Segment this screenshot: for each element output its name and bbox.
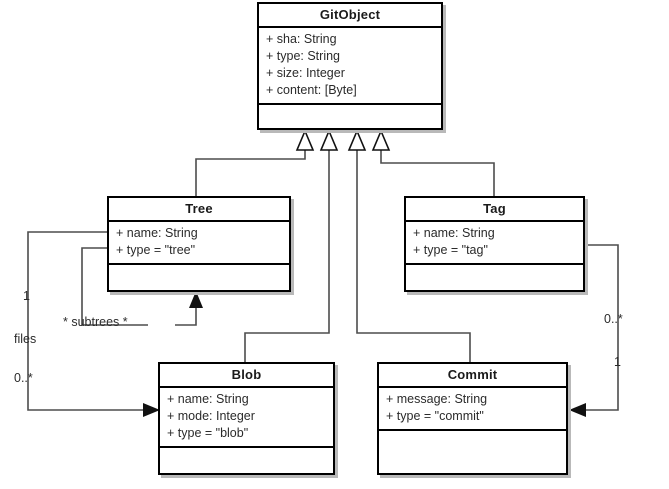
class-box-tree[interactable]: Tree + name: String + type = "tree" bbox=[107, 196, 291, 292]
multiplicity-label-tree-files-target: 0..* bbox=[14, 371, 33, 385]
attribute: + sha: String bbox=[266, 32, 337, 46]
class-box-tag[interactable]: Tag + name: String + type = "tag" bbox=[404, 196, 585, 292]
class-attributes-tree: + name: String + type = "tree" bbox=[109, 222, 289, 265]
class-box-blob[interactable]: Blob + name: String + mode: Integer + ty… bbox=[158, 362, 335, 475]
attribute: + size: Integer bbox=[266, 66, 345, 80]
attribute: + mode: Integer bbox=[167, 409, 255, 423]
class-operations-commit bbox=[379, 431, 566, 453]
generalization-tree-to-gitobject bbox=[195, 128, 315, 196]
attribute: + name: String bbox=[167, 392, 249, 406]
attribute: + type = "tag" bbox=[413, 243, 488, 257]
class-box-commit[interactable]: Commit + message: String + type = "commi… bbox=[377, 362, 568, 475]
class-attributes-blob: + name: String + mode: Integer + type = … bbox=[160, 388, 333, 448]
class-attributes-tag: + name: String + type = "tag" bbox=[406, 222, 583, 265]
class-name-gitobject: GitObject bbox=[259, 4, 441, 28]
class-name-tag: Tag bbox=[406, 198, 583, 222]
attribute: + type = "commit" bbox=[386, 409, 484, 423]
class-operations-gitobject bbox=[259, 105, 441, 127]
generalization-tag-to-gitobject bbox=[371, 128, 495, 196]
class-operations-blob bbox=[160, 448, 333, 470]
attribute: + message: String bbox=[386, 392, 488, 406]
association-label-subtrees: * subtrees * bbox=[63, 315, 128, 329]
attribute: + type = "blob" bbox=[167, 426, 249, 440]
multiplicity-label-tree-files-source: 1 bbox=[23, 289, 30, 303]
attribute: + type: String bbox=[266, 49, 340, 63]
association-label-files: files bbox=[14, 332, 37, 346]
attribute: + type = "tree" bbox=[116, 243, 196, 257]
class-attributes-gitobject: + sha: String + type: String + size: Int… bbox=[259, 28, 441, 105]
class-name-tree: Tree bbox=[109, 198, 289, 222]
attribute: + content: [Byte] bbox=[266, 83, 357, 97]
attribute: + name: String bbox=[413, 226, 495, 240]
class-box-gitobject[interactable]: GitObject + sha: String + type: String +… bbox=[257, 2, 443, 130]
class-name-commit: Commit bbox=[379, 364, 566, 388]
class-operations-tree bbox=[109, 265, 289, 287]
class-attributes-commit: + message: String + type = "commit" bbox=[379, 388, 566, 431]
attribute: + name: String bbox=[116, 226, 198, 240]
multiplicity-label-tag-commit-source: 0..* bbox=[604, 312, 623, 326]
class-name-blob: Blob bbox=[160, 364, 333, 388]
multiplicity-label-tag-commit-target: 1 bbox=[614, 355, 621, 369]
class-operations-tag bbox=[406, 265, 583, 287]
